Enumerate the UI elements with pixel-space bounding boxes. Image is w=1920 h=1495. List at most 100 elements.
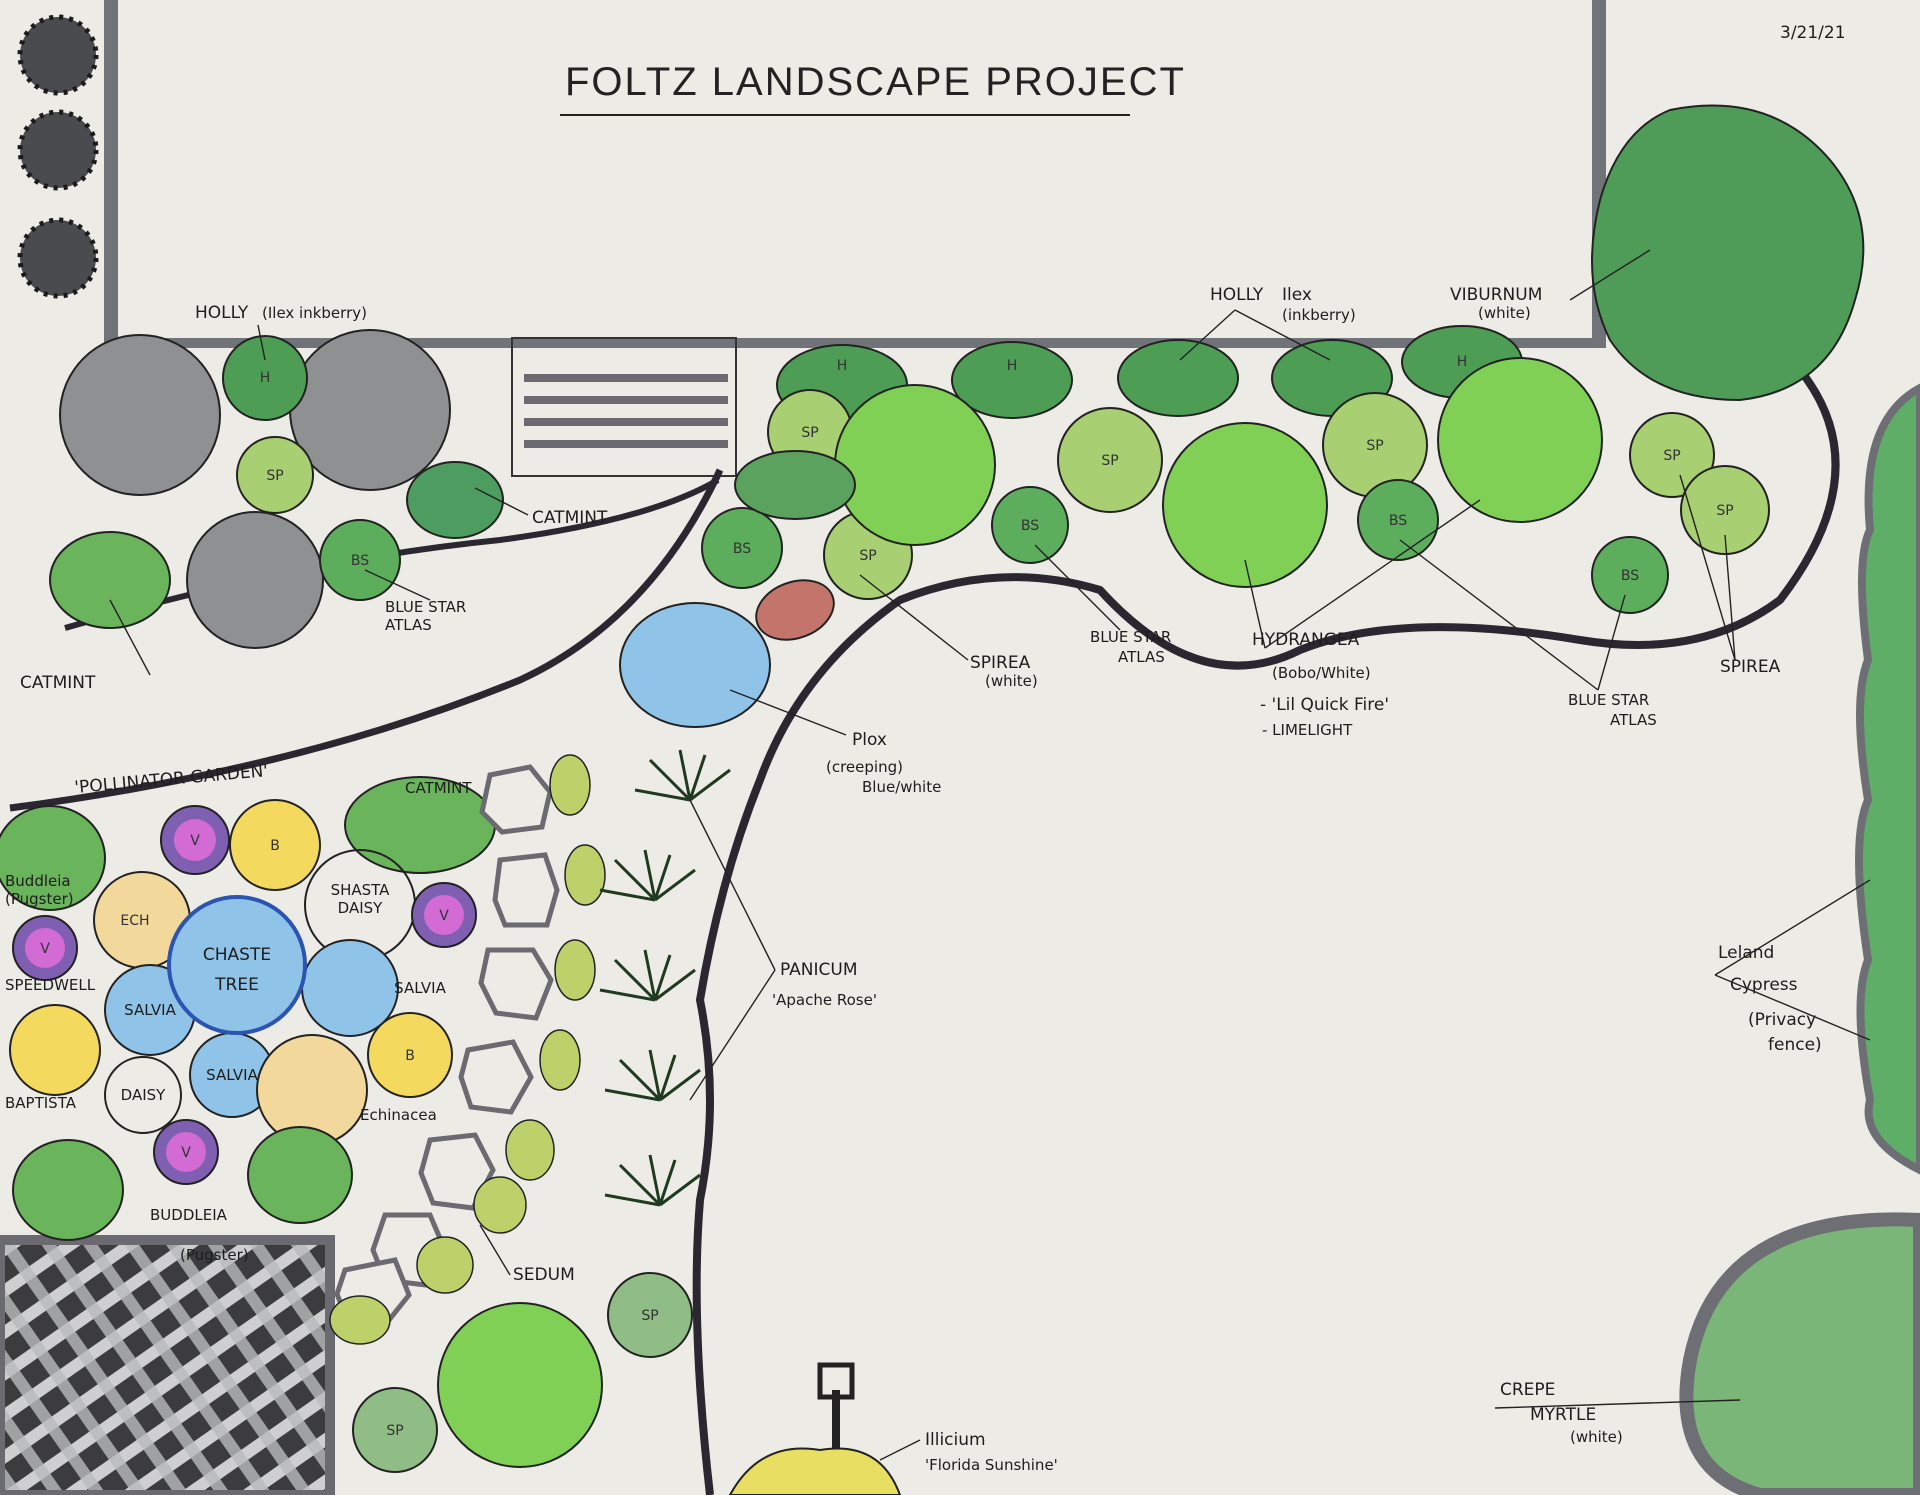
pollinator-garden-label: 'POLLINATOR GARDEN' (74, 761, 269, 798)
panicum-label-2: 'Apache Rose' (772, 991, 877, 1009)
blue-star-label: BLUE STAR (1090, 628, 1171, 646)
spirea-code: SP (1101, 453, 1118, 469)
buddleia-label: BUDDLEIA (150, 1206, 228, 1224)
holly-label-3: (inkberry) (1282, 306, 1356, 324)
baptista-code: B (270, 838, 280, 854)
hydrangea-label-3: - 'Lil Quick Fire' (1260, 695, 1389, 715)
hydrangea-label-4: - LIMELIGHT (1262, 721, 1353, 739)
buddleia-label: Buddleia (5, 872, 71, 890)
holly-code: H (260, 370, 271, 386)
crepe-myrtle-tree (1679, 1212, 1920, 1495)
spirea-code: SP (859, 548, 876, 564)
gray-shrubs (59, 329, 451, 649)
catmint-label: CATMINT (532, 508, 608, 528)
plan-date: 3/21/21 (1780, 23, 1846, 43)
viburnum-label: VIBURNUM (1450, 285, 1542, 305)
holly-latin-label: (Ilex inkberry) (262, 304, 367, 322)
lattice-trellis (0, 1235, 335, 1495)
speedwell-label: SPEEDWELL (5, 976, 96, 994)
blue-star-label-2: ATLAS (385, 616, 432, 634)
holly-code: H (1007, 358, 1018, 374)
blue-star-label-2: ATLAS (1118, 648, 1165, 666)
hydrangea-shrubs (437, 357, 1603, 1468)
sedum-plants (329, 754, 606, 1345)
catmint-plants (49, 450, 856, 874)
illicium-shrub (728, 1447, 902, 1495)
viburnum-label-2: (white) (1478, 304, 1531, 322)
spirea-code: SP (386, 1423, 403, 1439)
shasta-daisy-label-2: DAISY (338, 899, 383, 917)
baptista-label: BAPTISTA (5, 1094, 77, 1112)
salvia-label: SALVIA (206, 1066, 258, 1084)
house-outline (104, 0, 1606, 348)
spirea-label: SPIREA (1720, 657, 1781, 677)
blue-star-code: BS (1021, 518, 1039, 534)
sedum-label: SEDUM (513, 1265, 575, 1285)
leland-cypress-label: Leland (1718, 943, 1774, 963)
plant-codes: H H H H SP SP SP SP SP SP SP SP SP BS BS… (40, 354, 1733, 1439)
leland-cypress-hedge (1855, 383, 1920, 1175)
chaste-tree-label: CHASTE (203, 945, 271, 965)
illicium-label: Illicium (925, 1430, 986, 1450)
spirea-code: SP (1663, 448, 1680, 464)
panicum-label: PANICUM (780, 960, 858, 980)
holly-label-2: Ilex (1282, 285, 1312, 305)
blue-star-code: BS (351, 553, 369, 569)
phlox-and-pot (619, 579, 835, 728)
spirea-label: SPIREA (970, 653, 1031, 673)
salvia-label: SALVIA (124, 1001, 176, 1019)
crepe-myrtle-label-2: MYRTLE (1530, 1405, 1596, 1425)
pollinator-garden-plants (0, 799, 477, 1241)
speedwell-code: V (439, 908, 449, 924)
leland-cypress-label-3: (Privacy (1748, 1010, 1816, 1030)
leland-cypress-label-4: fence) (1768, 1035, 1822, 1055)
hydrangea-label: HYDRANGEA (1252, 630, 1360, 650)
blue-star-code: BS (1621, 568, 1639, 584)
buddleia-label-2: (Pugster) (180, 1246, 249, 1264)
spirea-code: SP (1366, 438, 1383, 454)
holly-code: H (837, 358, 848, 374)
spirea-code: SP (1716, 503, 1733, 519)
panicum-grasses (599, 749, 731, 1207)
blue-star-atlas-plants (319, 479, 1669, 614)
baptista-code: B (405, 1048, 415, 1064)
phlox-label-2: (creeping) (826, 758, 903, 776)
phlox-label: Plox (852, 730, 887, 750)
entry-steps (511, 337, 737, 477)
leader-lines (109, 249, 1871, 1461)
lamp-post (817, 1362, 855, 1495)
speedwell-code: V (40, 941, 50, 957)
viburnum-shrub (1591, 104, 1865, 402)
catmint-label: CATMINT (20, 673, 96, 693)
speedwell-code: V (190, 833, 200, 849)
crepe-myrtle-label: CREPE (1500, 1380, 1555, 1400)
blue-star-label: BLUE STAR (385, 598, 466, 616)
daisy-label: DAISY (121, 1086, 166, 1104)
blue-star-code: BS (733, 541, 751, 557)
salvia-label: SALVIA (394, 979, 446, 997)
hydrangea-label-2: (Bobo/White) (1272, 664, 1371, 682)
spirea-code: SP (266, 468, 283, 484)
spirea-code: SP (801, 425, 818, 441)
holly-code: H (1457, 354, 1468, 370)
crepe-myrtle-label-3: (white) (1570, 1428, 1623, 1446)
holly-label: HOLLY (1210, 285, 1264, 305)
leland-cypress-label-2: Cypress (1730, 975, 1798, 995)
dark-gray-shrubs (17, 14, 99, 299)
plan-title: FOLTZ LANDSCAPE PROJECT (565, 60, 1186, 104)
echinacea-code: ECH (120, 913, 149, 929)
illicium-label-2: 'Florida Sunshine' (925, 1456, 1058, 1474)
catmint-label: CATMINT (405, 779, 472, 797)
speedwell-code: V (181, 1145, 191, 1161)
blue-star-label: BLUE STAR (1568, 691, 1649, 709)
holly-label: HOLLY (195, 303, 249, 323)
spirea-code: SP (641, 1308, 658, 1324)
chaste-tree-label-2: TREE (214, 975, 259, 995)
blue-star-code: BS (1389, 513, 1407, 529)
phlox-label-3: Blue/white (862, 778, 941, 796)
shasta-daisy-label: SHASTA (331, 881, 391, 899)
echinacea-label: Echinacea (360, 1106, 437, 1124)
buddleia-label-2: (Pugster) (5, 890, 74, 908)
spirea-label-2: (white) (985, 672, 1038, 690)
